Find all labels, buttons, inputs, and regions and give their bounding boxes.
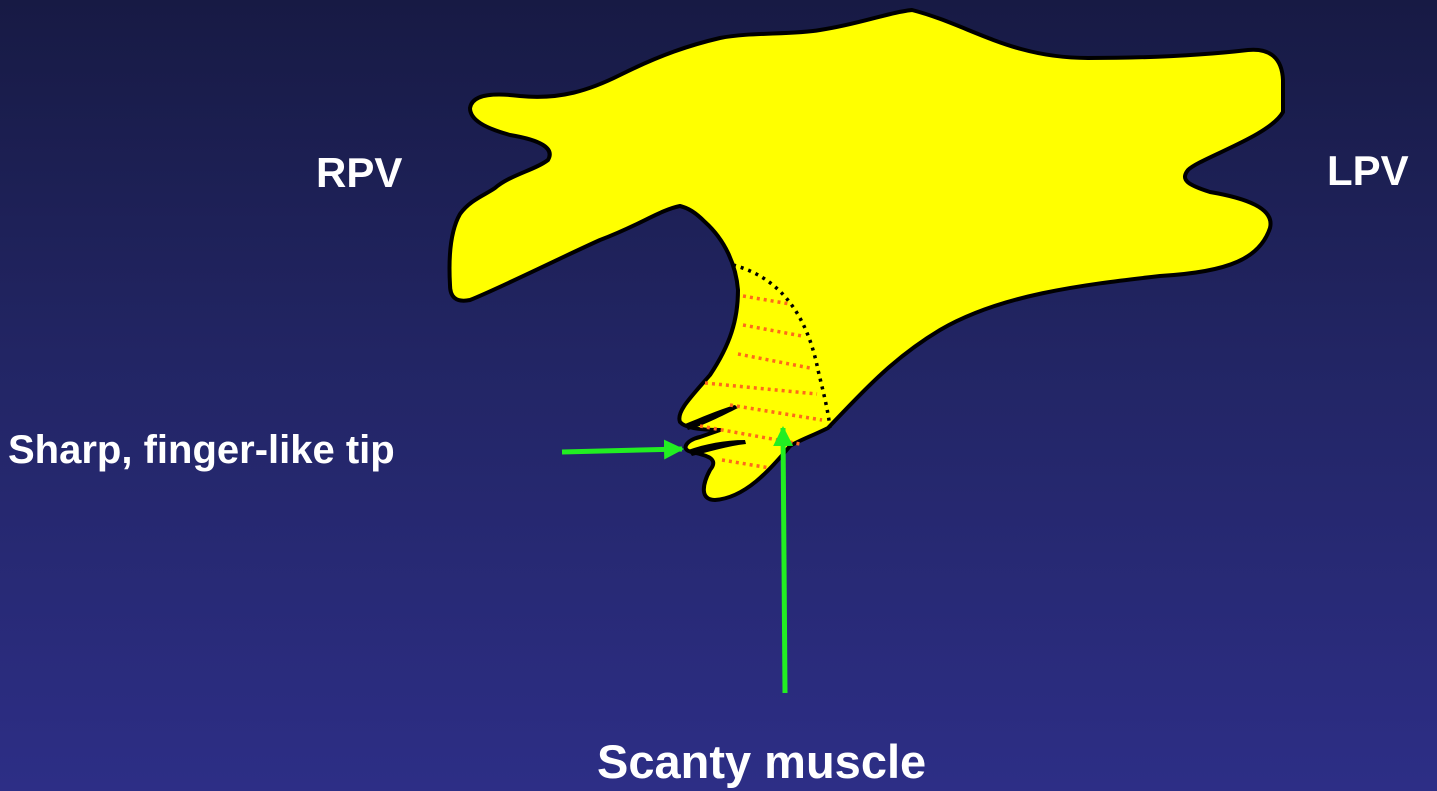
scanty-muscle-arrow <box>783 428 785 693</box>
lpv-label: LPV <box>1327 150 1409 192</box>
finger-tip-arrow <box>562 449 682 452</box>
rpv-label: RPV <box>316 152 402 194</box>
scanty-muscle-label: Scanty muscle <box>597 738 926 785</box>
finger-tip-label: Sharp, finger-like tip <box>8 430 395 470</box>
left-atrium-shape <box>449 10 1283 500</box>
